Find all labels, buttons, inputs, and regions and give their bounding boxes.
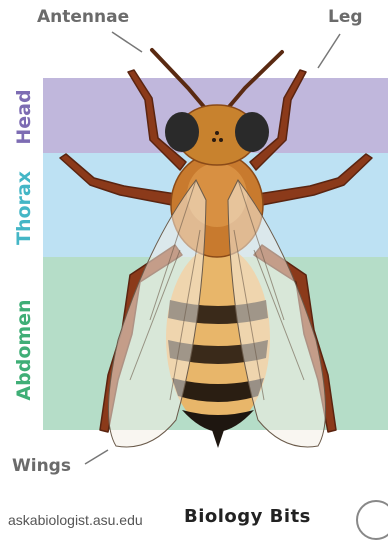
wings-label: Wings bbox=[12, 456, 71, 476]
leg-label: Leg bbox=[328, 7, 363, 27]
antennae-pointer bbox=[112, 32, 142, 52]
left-eye bbox=[165, 112, 199, 152]
footer-url[interactable]: askabiologist.asu.edu bbox=[8, 512, 143, 528]
wings-pointer bbox=[85, 450, 108, 464]
brand-badge-icon bbox=[356, 500, 388, 540]
antennae-label: Antennae bbox=[37, 7, 129, 27]
head bbox=[165, 105, 269, 165]
right-eye bbox=[235, 112, 269, 152]
antennae bbox=[152, 50, 282, 108]
footer-brand: Biology Bits bbox=[184, 506, 311, 527]
leg-pointer bbox=[318, 34, 340, 68]
